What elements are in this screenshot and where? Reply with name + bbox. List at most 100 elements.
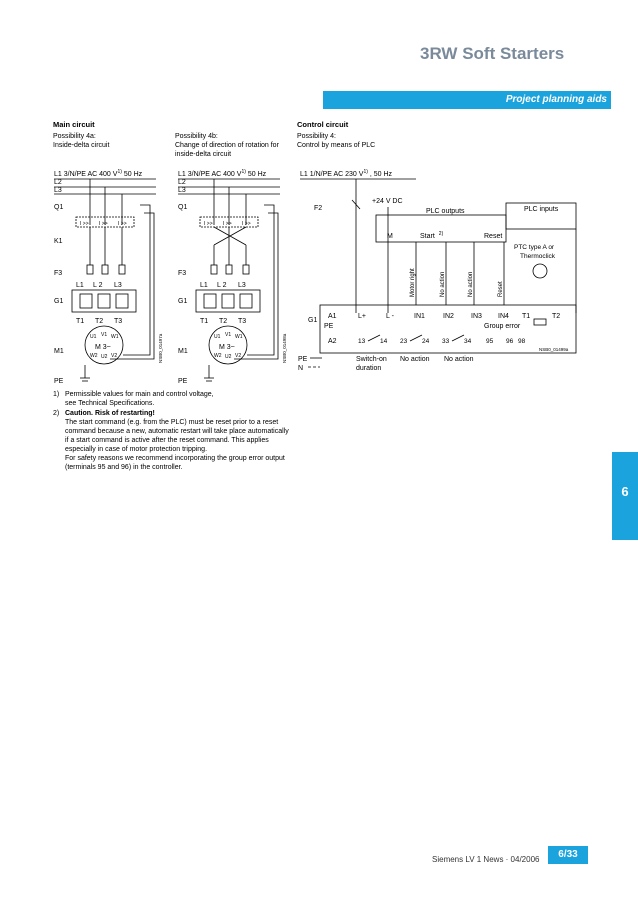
- k1-label: K1: [54, 238, 63, 245]
- trip-label-3: I >>: [118, 221, 127, 227]
- drawing-id-4b: NSB0_01498a: [282, 333, 287, 363]
- control-pe-label: PE: [324, 323, 334, 330]
- trip-label-4b-3: I >>: [242, 221, 251, 227]
- control-circuit-diagram: L1 1/N/PE AC 230 V1) , 50 Hz F2 +24 V DC…: [298, 169, 577, 372]
- plc-reset-label: Reset: [484, 233, 502, 240]
- motor-label-4b: M 3~: [219, 344, 235, 351]
- section-bar-title: Project planning aids: [505, 94, 607, 105]
- possibility-4: Possibility 4: Control by means of PLC: [297, 132, 375, 150]
- t2-terminal-label-4b: T2: [219, 318, 227, 325]
- line-l2-label: L2: [54, 179, 62, 186]
- no-action-vertical-2: No action: [468, 272, 474, 297]
- t1-terminal-label: T1: [76, 318, 84, 325]
- dc-supply-label: +24 V DC: [372, 198, 403, 205]
- footnote-2-line-6: (terminals 95 and 96) in the controller.: [65, 464, 183, 471]
- terminal-a1: A1: [328, 313, 337, 320]
- ptc-label-2: Thermoclick: [520, 253, 556, 260]
- possibility-4a: Possibility 4a: Inside-delta circuit: [53, 132, 109, 150]
- v2-label: V2: [111, 353, 117, 359]
- footnote-2-line-1: The start command (e.g. from the PLC) mu…: [65, 419, 279, 426]
- switch-on-label-2: duration: [356, 365, 381, 372]
- v1-label-4b: V1: [225, 332, 231, 338]
- g1-label: G1: [54, 298, 63, 305]
- trip-label-2: I >>: [99, 221, 108, 227]
- f3-label: F3: [54, 270, 62, 277]
- contact-24: 24: [422, 338, 430, 345]
- terminal-in2: IN2: [443, 313, 454, 320]
- contact-14: 14: [380, 338, 388, 345]
- contact-96: 96: [506, 338, 514, 345]
- g1-label-4b: G1: [178, 298, 187, 305]
- line-l3-label-4b: L3: [178, 187, 186, 194]
- terminal-lminus: L -: [386, 313, 395, 320]
- m1-label: M1: [54, 348, 64, 355]
- contact-33: 33: [442, 338, 450, 345]
- trip-label-4b-1: I >>: [204, 221, 213, 227]
- possibility-4b-title: Possibility 4b:: [175, 133, 218, 140]
- terminal-t1: T1: [522, 313, 530, 320]
- motor-right-label: Motor right: [410, 268, 416, 297]
- control-g1-label: G1: [308, 317, 317, 324]
- switch-on-label-1: Switch-on: [356, 356, 387, 363]
- supply-label-4a: L1 3/N/PE AC 400 V1) 50 Hz: [54, 169, 143, 178]
- contact-13: 13: [358, 338, 366, 345]
- group-error-label: Group error: [484, 323, 521, 330]
- footnote-2-caution: Caution. Risk of restarting!: [65, 410, 155, 417]
- v1-label: V1: [101, 332, 107, 338]
- possibility-4b-desc2: inside-delta circuit: [175, 151, 232, 158]
- line-l3-label: L3: [54, 187, 62, 194]
- no-action-label-1: No action: [400, 356, 430, 363]
- u1-label-4b: U1: [214, 334, 221, 340]
- contact-95: 95: [486, 338, 494, 345]
- q1-label: Q1: [54, 204, 63, 211]
- terminal-t2: T2: [552, 313, 560, 320]
- motor-label: M 3~: [95, 344, 111, 351]
- reset-vertical-label: Reset: [498, 281, 504, 297]
- chapter-tab[interactable]: [612, 452, 638, 540]
- footer-source: Siemens LV 1 News · 04/2006: [432, 855, 540, 864]
- footnote-1-line-2: see Technical Specifications.: [65, 400, 155, 407]
- footnote-1-number: 1): [53, 391, 60, 398]
- possibility-4a-title: Possibility 4a:: [53, 133, 96, 140]
- ptc-label-1: PTC type A or: [514, 244, 555, 251]
- footnote-2-line-3: if a start command is active after the r…: [65, 437, 269, 444]
- l3-terminal-label-4b: L3: [238, 282, 246, 289]
- possibility-4b-desc: Change of direction of rotation for: [175, 142, 279, 149]
- l2-terminal-label-4b: L 2: [217, 282, 227, 289]
- u2-label: U2: [101, 354, 108, 360]
- footnote-1-line-1: Permissible values for main and control …: [65, 391, 214, 398]
- w2-label-4b: W2: [214, 353, 222, 359]
- control-drawing-id: NSB0_01499a: [539, 347, 569, 352]
- circuit-diagram-4b: L1 3/N/PE AC 400 V1) 50 Hz L2 L3 Q1 F3 G…: [178, 169, 287, 385]
- plc-inputs-label: PLC inputs: [524, 206, 559, 213]
- circuit-diagram-4a: L1 3/N/PE AC 400 V1) 50 Hz L2 L3 Q1 K1 F…: [54, 169, 163, 385]
- t3-terminal-label-4b: T3: [238, 318, 246, 325]
- t1-terminal-label-4b: T1: [200, 318, 208, 325]
- pe-label-4b: PE: [178, 378, 188, 385]
- terminal-lplus: L+: [358, 313, 366, 320]
- terminal-in4: IN4: [498, 313, 509, 320]
- q1-label-4b: Q1: [178, 204, 187, 211]
- u2-label-4b: U2: [225, 354, 232, 360]
- control-supply-label: L1 1/N/PE AC 230 V1) , 50 Hz: [300, 169, 393, 178]
- w1-label: W1: [111, 334, 119, 340]
- contact-34: 34: [464, 338, 472, 345]
- footnote-2-line-5: For safety reasons we recommend incorpor…: [65, 455, 285, 462]
- footnote-1: 1) Permissible values for main and contr…: [53, 390, 315, 408]
- l2-terminal-label: L 2: [93, 282, 103, 289]
- pe-rail-label: PE: [298, 356, 308, 363]
- plc-outputs-label: PLC outputs: [426, 208, 465, 215]
- control-circuit-heading: Control circuit: [297, 120, 349, 129]
- pe-label: PE: [54, 378, 64, 385]
- plc-m-label: M: [387, 233, 393, 240]
- footnote-2-line-4: especially in case of motor protection t…: [65, 446, 208, 453]
- no-action-vertical-1: No action: [440, 272, 446, 297]
- possibility-4-desc: Control by means of PLC: [297, 142, 376, 149]
- possibility-4b: Possibility 4b: Change of direction of r…: [175, 132, 279, 159]
- footnote-2-number: 2): [53, 410, 60, 417]
- l1-terminal-label: L1: [76, 282, 84, 289]
- page-header-title: 3RW Soft Starters: [420, 44, 565, 63]
- possibility-4a-desc: Inside-delta circuit: [53, 142, 110, 149]
- trip-label-1: I >>: [80, 221, 89, 227]
